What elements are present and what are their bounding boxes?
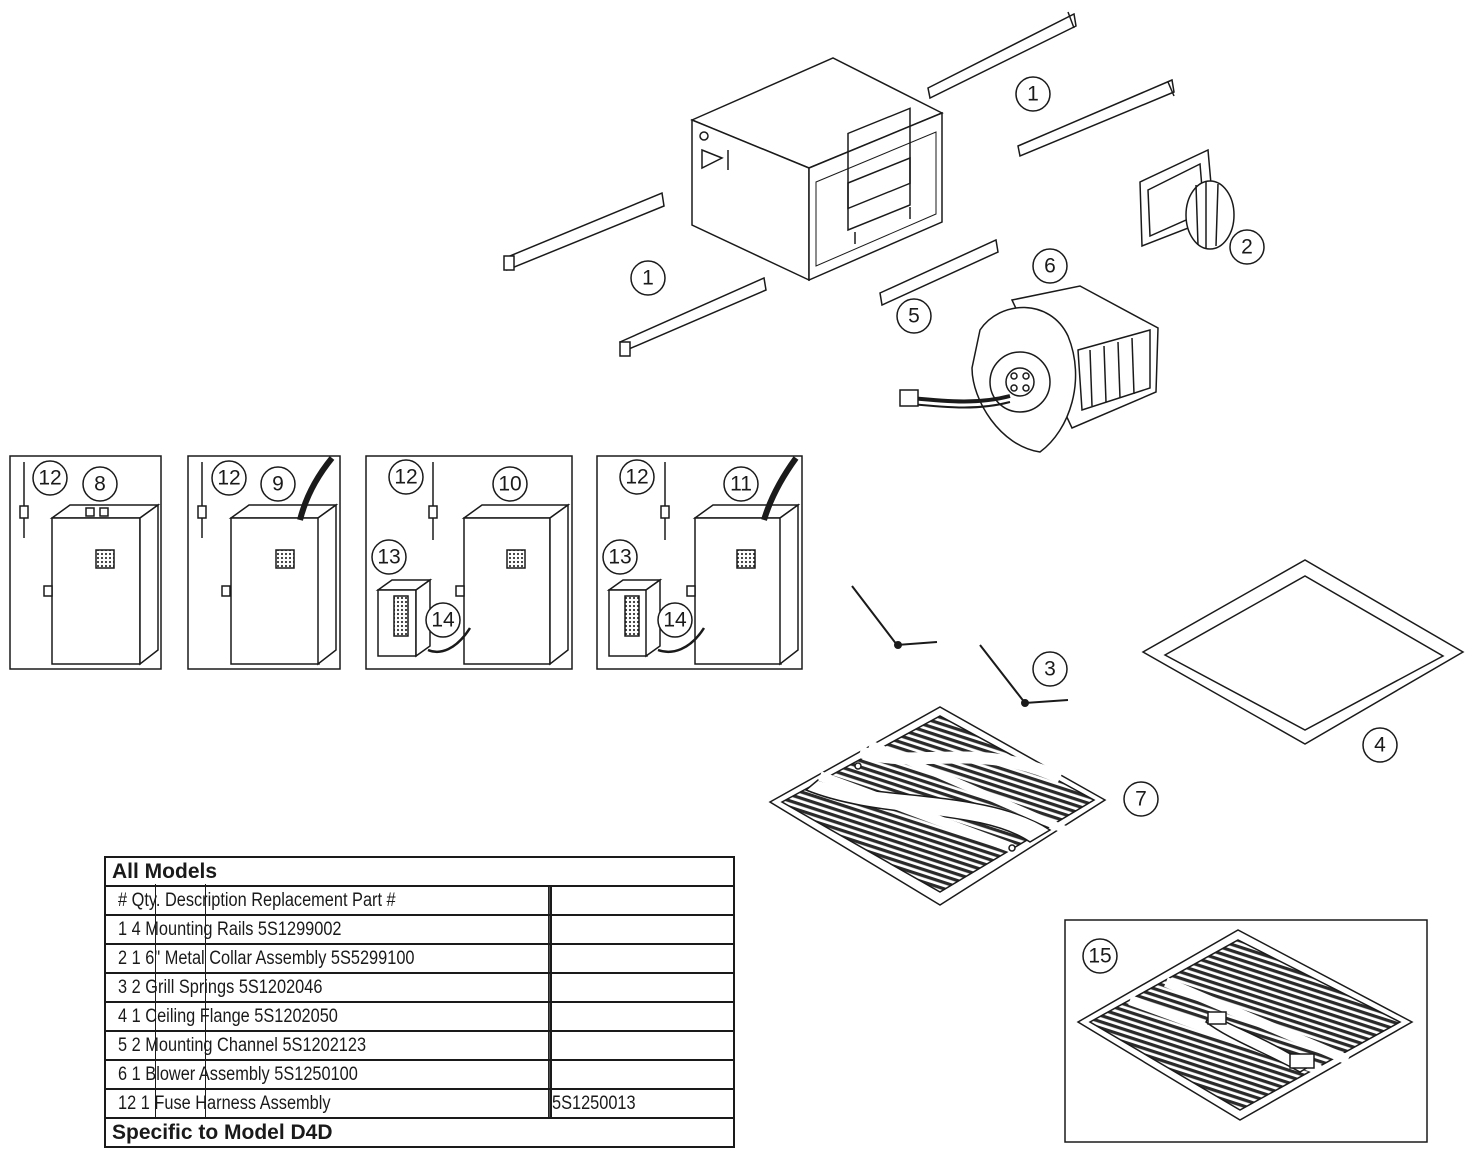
- callout-label: 14: [663, 609, 687, 632]
- table-cell-description: 4 1 Ceiling Flange 5S1202050: [106, 1003, 550, 1030]
- grill-variant-panel: [1064, 919, 1428, 1143]
- mounting-rails: [503, 11, 1175, 357]
- callout-11: [723, 466, 759, 502]
- callout-12-c: [388, 459, 424, 495]
- table-cell-part: [550, 945, 731, 972]
- column-divider: [205, 884, 206, 1119]
- callout-7: [1123, 781, 1159, 817]
- table-header-row: # Qty. Description Replacement Part #: [106, 887, 733, 916]
- table-row: 3 2 Grill Springs 5S1202046: [106, 974, 733, 1003]
- metal-collar: [1139, 148, 1235, 250]
- callout-13-a: [371, 539, 407, 575]
- callout-label: 5: [908, 305, 920, 328]
- part-number: 5S1250013: [552, 1093, 636, 1114]
- table-cell-part: [550, 1061, 731, 1088]
- callout-label: 12: [625, 466, 648, 489]
- table-cell-description: 1 4 Mounting Rails 5S1299002: [106, 916, 550, 943]
- table-row: 2 1 6" Metal Collar Assembly 5S5299100: [106, 945, 733, 974]
- table-row: 4 1 Ceiling Flange 5S1202050: [106, 1003, 733, 1032]
- ceiling-flange: [1141, 559, 1465, 745]
- callout-label: 3: [1044, 658, 1056, 681]
- callout-14-b: [657, 602, 693, 638]
- callout-12-a: [32, 460, 68, 496]
- callout-label: 12: [217, 467, 240, 490]
- table-cell-description: 12 1 Fuse Harness Assembly: [106, 1090, 550, 1117]
- callout-10: [492, 466, 528, 502]
- callout-14-a: [425, 602, 461, 638]
- table-header-cell: # Qty. Description Replacement Part #: [106, 887, 550, 914]
- callout-5: [896, 298, 932, 334]
- callout-label: 1: [642, 267, 654, 290]
- table-title: All Models: [106, 858, 733, 887]
- table-header-part-cell: [550, 887, 731, 914]
- callout-12-b: [211, 460, 247, 496]
- table-cell-part: [550, 916, 731, 943]
- callout-label: 13: [608, 546, 631, 569]
- callout-label: 13: [377, 546, 400, 569]
- callout-label: 11: [730, 473, 752, 496]
- callout-2: [1229, 229, 1265, 265]
- callout-12-d: [619, 459, 655, 495]
- callout-label: 8: [94, 473, 106, 496]
- table-row: 6 1 Blower Assembly 5S1250100: [106, 1061, 733, 1090]
- parts-table: All Models # Qty. Description Replacemen…: [104, 856, 735, 1148]
- module-panel-11: [596, 455, 803, 670]
- table-row: 1 4 Mounting Rails 5S1299002: [106, 916, 733, 945]
- table-cell-description: 6 1 Blower Assembly 5S1250100: [106, 1061, 550, 1088]
- callout-3: [1032, 651, 1068, 687]
- callout-9: [260, 466, 296, 502]
- callout-label: 15: [1088, 945, 1111, 968]
- callout-label: 4: [1374, 734, 1386, 757]
- table-cell-part: [550, 974, 731, 1001]
- table-footer-text: Specific to Model D4D: [112, 1121, 333, 1144]
- callout-label: 1: [1027, 83, 1039, 106]
- fan-housing: [690, 57, 944, 282]
- callout-label: 9: [272, 473, 284, 496]
- table-cell-part: [550, 1003, 731, 1030]
- table-row: 5 2 Mounting Channel 5S1202123: [106, 1032, 733, 1061]
- callout-6: [1032, 248, 1068, 284]
- grill: [768, 706, 1107, 906]
- callout-label: 2: [1241, 236, 1253, 259]
- table-footer: Specific to Model D4D: [106, 1119, 733, 1148]
- callout-label: 12: [394, 466, 417, 489]
- callout-label: 6: [1044, 255, 1056, 278]
- callout-15: [1082, 938, 1118, 974]
- table-title-text: All Models: [112, 860, 218, 883]
- table-row: 12 1 Fuse Harness Assembly 5S1250013: [106, 1090, 733, 1119]
- callout-1-top: [1015, 76, 1051, 112]
- callout-label: 12: [38, 467, 61, 490]
- mounting-channel: [879, 238, 999, 307]
- table-cell-description: 5 2 Mounting Channel 5S1202123: [106, 1032, 550, 1059]
- callout-8: [82, 466, 118, 502]
- callout-label: 10: [498, 473, 521, 496]
- grill-springs: [851, 585, 1069, 707]
- column-divider: [155, 884, 156, 1119]
- table-cell-description: 2 1 6" Metal Collar Assembly 5S5299100: [106, 945, 550, 972]
- callout-4: [1362, 727, 1398, 763]
- callout-13-b: [602, 539, 638, 575]
- callout-label: 7: [1135, 788, 1147, 811]
- blower-assembly: [899, 285, 1159, 453]
- table-cell-part: [550, 1032, 731, 1059]
- callout-label: 14: [431, 609, 455, 632]
- table-cell-description: 3 2 Grill Springs 5S1202046: [106, 974, 550, 1001]
- table-cell-part: 5S1250013: [550, 1090, 731, 1117]
- callout-1-left: [630, 260, 666, 296]
